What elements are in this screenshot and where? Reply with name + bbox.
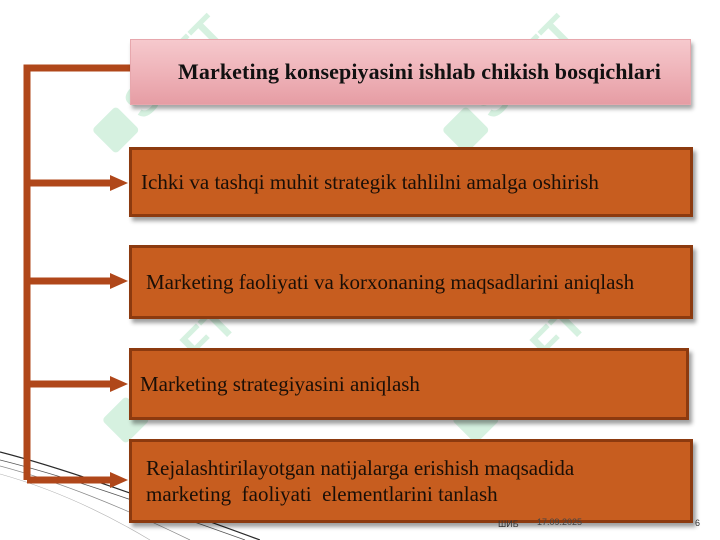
step-box-4: Rejalashtirilayotgan natijalarga erishis… [129,439,693,523]
step-label: Marketing faoliyati va korxonaning maqsa… [146,270,635,294]
step-label: Marketing strategiyasini aniqlash [140,372,420,396]
footer-org: ШИБ [498,519,519,529]
footer-date: 17.09.2025 [537,517,583,527]
arrow-head-icon [110,472,128,488]
connector-spine [23,64,130,480]
arrow-head-icon [110,376,128,392]
arrow-head-icon [110,175,128,191]
page-number: 6 [695,518,701,528]
step-label: Ichki va tashqi muhit strategik tahlilni… [141,170,599,194]
title-box: Marketing konsepiyasini ishlab chikish b… [130,39,691,105]
step-label: Rejalashtirilayotgan natijalarga erishis… [146,456,580,506]
slide-title: Marketing konsepiyasini ishlab chikish b… [177,59,662,84]
step-box-3: Marketing strategiyasini aniqlash [129,348,689,420]
arrow-head-icon [110,273,128,289]
step-box-2: Marketing faoliyati va korxonaning maqsa… [129,245,693,319]
step-box-1: Ichki va tashqi muhit strategik tahlilni… [129,147,693,217]
